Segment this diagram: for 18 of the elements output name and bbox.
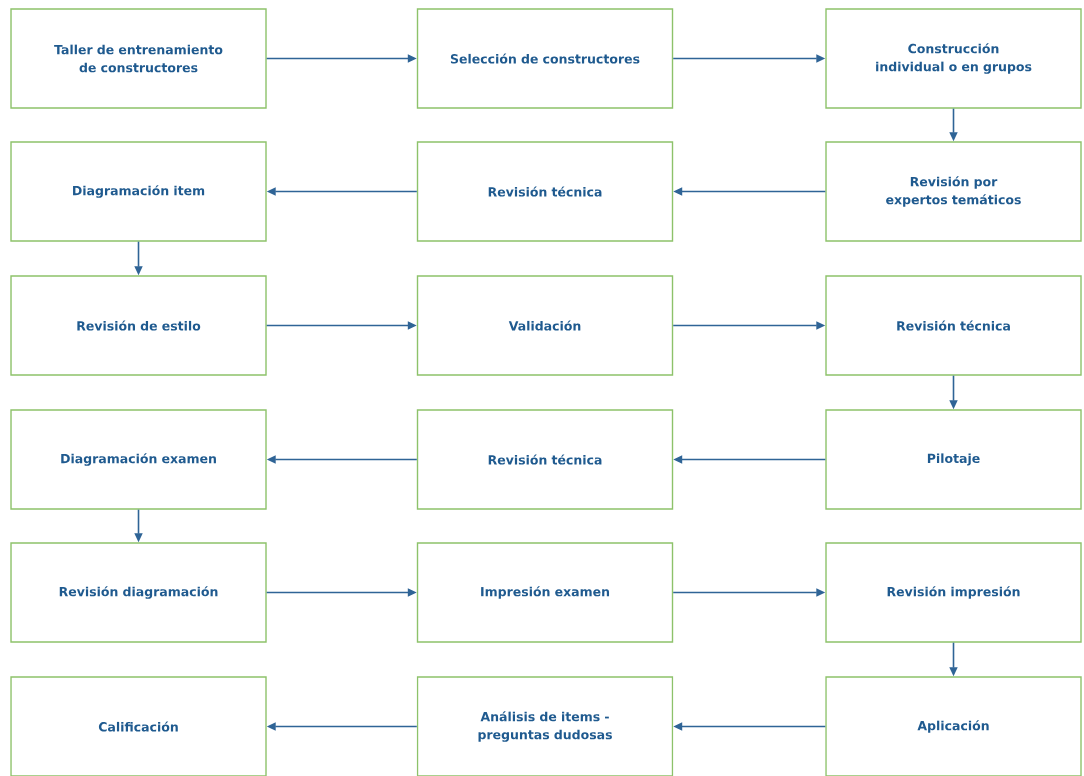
process-box: Análisis de items - preguntas dudosas: [416, 676, 674, 776]
process-box: Revisión de estilo: [10, 275, 267, 376]
process-box: Revisión técnica: [416, 141, 674, 242]
process-box: Taller de entrenamiento de constructores: [10, 8, 267, 109]
process-box: Impresión examen: [416, 542, 674, 643]
process-box: Construcción individual o en grupos: [825, 8, 1082, 109]
process-box: Pilotaje: [825, 409, 1082, 510]
process-box: Diagramación examen: [10, 409, 267, 510]
process-box: Revisión por expertos temáticos: [825, 141, 1082, 242]
process-box: Diagramación item: [10, 141, 267, 242]
process-box: Selección de constructores: [416, 8, 674, 109]
process-box: Revisión técnica: [825, 275, 1082, 376]
process-box: Revisión técnica: [416, 409, 674, 510]
process-box: Validación: [416, 275, 674, 376]
process-box: Revisión diagramación: [10, 542, 267, 643]
process-box: Revisión impresión: [825, 542, 1082, 643]
process-box: Calificación: [10, 676, 267, 776]
process-box: Aplicación: [825, 676, 1082, 776]
